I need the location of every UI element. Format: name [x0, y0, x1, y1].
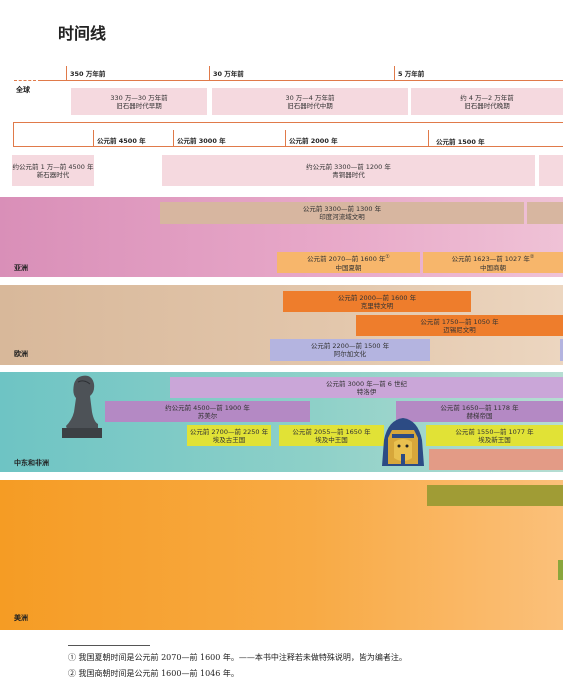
america-band: 美洲: [0, 480, 563, 630]
axis-label-350: 350 万年前: [70, 70, 106, 78]
axis-line-2: [13, 122, 563, 123]
paleo-middle-range: 30 万—4 万年前: [285, 93, 335, 102]
middle-kingdom-range: 公元前 2055—前 1650 年: [292, 427, 371, 436]
indus-range: 公元前 3300—前 1300 年: [302, 205, 382, 213]
axis-tick-2d: [428, 130, 429, 146]
axis-tick-2c: [285, 130, 286, 146]
sumer-range: 约公元前 4500—前 1900 年: [165, 403, 250, 412]
sumerian-statue-image: [62, 375, 102, 438]
paleo-early-box: 330 万—30 万年前 旧石器时代早期: [71, 88, 207, 115]
argar-name: 阿尔加文化: [333, 350, 367, 358]
new-kingdom-name: 埃及新王国: [478, 435, 511, 444]
bronze-range: 约公元前 3300—前 1200 年: [306, 162, 391, 171]
paleo-middle-name: 旧石器时代中期: [287, 101, 333, 110]
sumer-box: 约公元前 4500—前 1900 年 苏美尔: [105, 401, 310, 422]
mycenae-box: 公元前 1750—前 1050 年 迈锡尼文明: [356, 315, 563, 336]
footnote-1: ① 我国夏朝时间是公元前 2070—前 1600 年。——本书中注释若未做特殊说…: [68, 653, 407, 662]
troy-box: 公元前 3000 年—前 6 世纪 特洛伊: [170, 377, 563, 398]
shang-box: 公元前 1623—前 1027 年② 中国商朝: [423, 252, 563, 273]
mycenae-range: 公元前 1750—前 1050 年: [420, 317, 499, 326]
neolithic-box: 约公元前 1 万—前 4500 年 新石器时代: [12, 155, 94, 186]
paleo-late-range: 约 4 万—2 万年前: [460, 93, 514, 102]
hittite-name: 赫梯帝国: [466, 411, 493, 420]
xia-name: 中国夏朝: [335, 263, 362, 272]
paleo-early-name: 旧石器时代早期: [116, 101, 162, 110]
olive-bar: [427, 485, 563, 506]
footnote-2: ② 我国商朝时间是公元前 1600—前 1046 年。: [68, 669, 239, 678]
old-kingdom-box: 公元前 2700—前 2250 年 埃及古王国: [187, 425, 271, 446]
axis-tick-1c: [394, 66, 395, 80]
neolithic-name: 新石器时代: [36, 170, 70, 179]
region-label-asia: 亚洲: [14, 264, 28, 272]
paleo-late-name: 旧石器时代晚期: [464, 101, 510, 110]
argar-continuation: [560, 339, 563, 361]
region-label-mideast: 中东和非洲: [14, 459, 49, 467]
shang-range: 公元前 1623—前 1027 年②: [451, 254, 535, 264]
paleo-early-range: 330 万—30 万年前: [110, 93, 168, 102]
axis-tick-1b: [209, 66, 210, 80]
indus-name: 印度河流域文明: [319, 213, 365, 221]
neolithic-range: 约公元前 1 万—前 4500 年: [12, 162, 94, 171]
salmon-bar: [429, 449, 563, 470]
xia-box: 公元前 2070—前 1600 年① 中国夏朝: [277, 252, 420, 273]
axis-label-4500: 公元前 4500 年: [97, 137, 146, 145]
minoan-range: 公元前 2000—前 1600 年: [337, 293, 417, 302]
axis-label-1500: 公元前 1500 年: [436, 138, 485, 146]
axis-tick-1a: [66, 66, 67, 80]
indus-box: 公元前 3300—前 1300 年 印度河流域文明: [160, 202, 524, 224]
golden-mask-image: [382, 418, 424, 466]
sumer-name: 苏美尔: [197, 411, 218, 420]
axis-label-2000: 公元前 2000 年: [289, 137, 338, 145]
old-kingdom-name: 埃及古王国: [212, 435, 246, 444]
middle-kingdom-name: 埃及中王国: [315, 435, 348, 444]
minoan-name: 克里特文明: [360, 301, 394, 310]
old-kingdom-range: 公元前 2700—前 2250 年: [189, 427, 269, 436]
axis-label-3000: 公元前 3000 年: [177, 137, 226, 145]
hittite-box: 公元前 1650—前 1178 年 赫梯帝国: [396, 401, 563, 422]
mycenae-name: 迈锡尼文明: [443, 325, 476, 334]
troy-name: 特洛伊: [356, 387, 377, 396]
page-title: 时间线: [58, 24, 107, 43]
shang-name: 中国商朝: [480, 263, 506, 272]
region-label-europe: 欧洲: [14, 350, 28, 358]
asia-band: 公元前 3300—前 1300 年 印度河流域文明 公元前 2070—前 160…: [0, 197, 563, 277]
axis-line-1-solid: [38, 80, 563, 81]
new-kingdom-box: 公元前 1550—前 1077 年 埃及新王国: [426, 425, 563, 446]
argar-range: 公元前 2200—前 1500 年: [310, 342, 390, 350]
green-marker: [558, 560, 563, 580]
paleo-middle-box: 30 万—4 万年前 旧石器时代中期: [212, 88, 408, 115]
axis-line-2-left: [13, 122, 14, 146]
axis-tick-2b: [173, 130, 174, 146]
region-label-global: 全球: [16, 86, 30, 94]
paleo-late-box: 约 4 万—2 万年前 旧石器时代晚期: [411, 88, 563, 115]
argar-box: 公元前 2200—前 1500 年 阿尔加文化: [270, 339, 430, 361]
new-kingdom-range: 公元前 1550—前 1077 年: [455, 427, 534, 436]
mideast-band: 公元前 3000 年—前 6 世纪 特洛伊 约公元前 4500—前 1900 年…: [0, 372, 563, 472]
europe-band: 公元前 2000—前 1600 年 克里特文明 公元前 1750—前 1050 …: [0, 285, 563, 365]
axis-label-30: 30 万年前: [213, 70, 244, 78]
hittite-range: 公元前 1650—前 1178 年: [440, 403, 519, 412]
bronze-continuation: [539, 155, 563, 186]
axis-label-5: 5 万年前: [398, 70, 425, 78]
region-label-america: 美洲: [14, 614, 28, 622]
troy-range: 公元前 3000 年—前 6 世纪: [326, 379, 407, 388]
footnote-divider: [68, 645, 150, 646]
xia-range: 公元前 2070—前 1600 年①: [307, 254, 390, 264]
axis-tick-2a: [93, 130, 94, 146]
middle-kingdom-box: 公元前 2055—前 1650 年 埃及中王国: [279, 425, 384, 446]
indus-continuation: [527, 202, 563, 224]
minoan-box: 公元前 2000—前 1600 年 克里特文明: [283, 291, 471, 312]
axis-line-2-bottom: [13, 146, 563, 147]
bronze-name: 青铜器时代: [332, 170, 365, 179]
bronze-box: 约公元前 3300—前 1200 年 青铜器时代: [162, 155, 535, 186]
axis-line-1: [14, 80, 36, 81]
